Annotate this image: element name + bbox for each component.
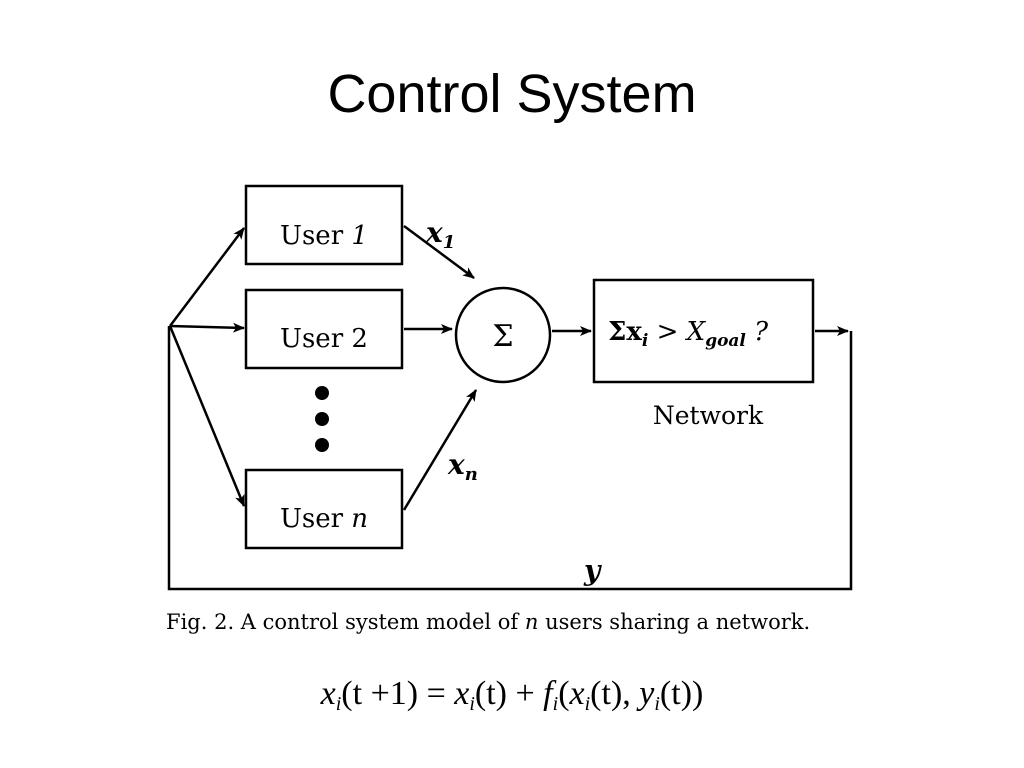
signal-x1-label: x1 bbox=[425, 216, 455, 253]
network-label: Network bbox=[653, 401, 764, 430]
arrow-x1-to-sum bbox=[403, 224, 475, 280]
update-equation: xi(t +1) = xi(t) + fi(xi(t), yi(t)) bbox=[320, 675, 704, 715]
ellipsis-dot bbox=[315, 386, 329, 400]
user-2-box bbox=[244, 288, 404, 370]
ellipsis-dot bbox=[315, 412, 329, 426]
network-condition: Σxi > Xgoal ? bbox=[608, 317, 769, 351]
user-n-label: User n bbox=[280, 504, 368, 534]
ellipsis-dot bbox=[315, 438, 329, 452]
network-box bbox=[592, 278, 815, 384]
sum-symbol: Σ bbox=[492, 319, 513, 354]
user-2-label: User 2 bbox=[280, 324, 368, 354]
user-1-label: User 1 bbox=[280, 221, 368, 251]
arrow-to-user-1 bbox=[169, 227, 245, 327]
signal-xn-label: xn bbox=[447, 448, 478, 485]
slide-title: Control System bbox=[327, 64, 697, 124]
figure-caption: Fig. 2. A control system model of n user… bbox=[166, 610, 811, 634]
sum-junction bbox=[454, 286, 552, 384]
arrow-to-user-n bbox=[168, 325, 246, 507]
signal-y-label: y bbox=[583, 554, 602, 587]
feedback-loop bbox=[167, 326, 853, 591]
user-1-box bbox=[244, 184, 404, 266]
arrow-to-user-2 bbox=[169, 322, 245, 333]
arrow-xn-to-sum bbox=[402, 389, 478, 511]
user-n-box bbox=[244, 468, 404, 550]
